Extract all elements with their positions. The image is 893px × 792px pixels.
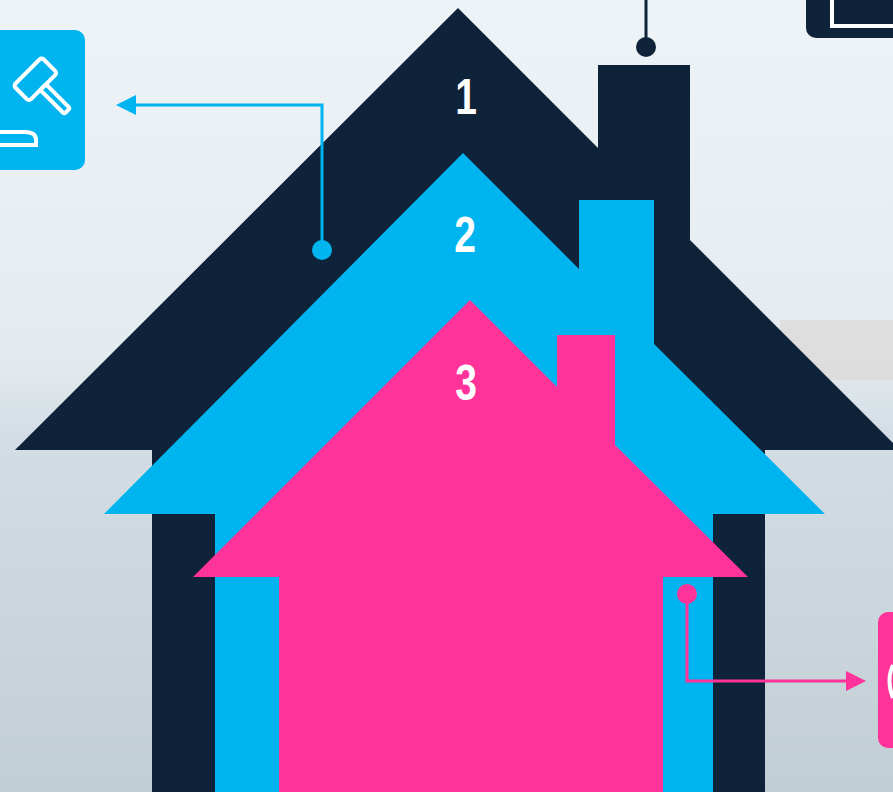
gavel-handle (40, 84, 70, 114)
document-icon (832, 0, 893, 26)
house-layer: 23 (104, 153, 825, 792)
icon-box (878, 612, 893, 748)
layer-number: 3 (455, 358, 477, 408)
house-shape (15, 8, 893, 792)
leader-line (687, 594, 850, 681)
icon-box (806, 0, 893, 38)
leader-dot (677, 584, 697, 604)
icon-box (0, 30, 85, 170)
house-layer: 3 (193, 300, 748, 792)
house-layer: 123 (15, 8, 893, 792)
layer-number: 1 (455, 72, 477, 122)
house-shape (104, 153, 825, 792)
leader-arrow (846, 671, 866, 691)
leader-line (132, 105, 322, 250)
layer-number: 2 (454, 210, 476, 260)
house-shape (193, 300, 748, 792)
leader-arrow (116, 95, 136, 115)
icon-fragment (890, 665, 893, 698)
leader-dot (636, 37, 656, 57)
gavel-icon (13, 57, 81, 125)
gavel-base (0, 132, 36, 145)
leader-dot (312, 240, 332, 260)
leader-line (645, 0, 648, 47)
gavel-head (13, 57, 57, 101)
